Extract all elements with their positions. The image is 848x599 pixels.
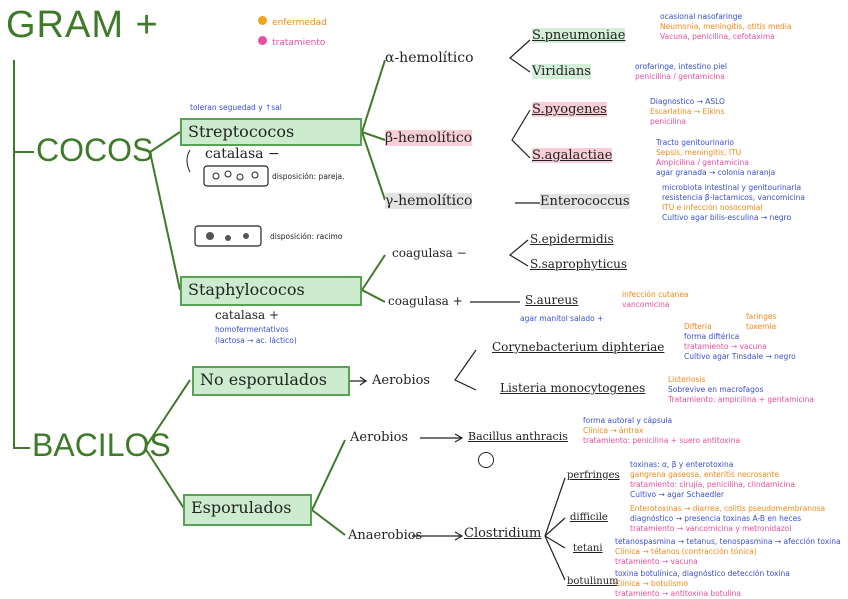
- page-title: GRAM +: [6, 4, 159, 46]
- bacillus-notes: forma autoral y cápsula Clínica → ántrax…: [583, 416, 741, 445]
- aureus-label: S.aureus: [525, 293, 579, 307]
- beta-label: β-hemolítico: [385, 130, 473, 146]
- legend-enfermedad: enfermedad: [258, 10, 327, 29]
- staph-catalasa: catalasa +: [215, 308, 280, 322]
- aerobios-label-1: Aerobios: [372, 373, 431, 388]
- tetani-notes: tetanospasmina → tetanus, tenospasmina →…: [615, 537, 841, 566]
- aerobios-label-2: Aerobios: [350, 430, 409, 445]
- difficile-label: difficile: [570, 512, 608, 523]
- enterococcus-notes: microbiota intestinal y genitourinaria r…: [662, 183, 805, 222]
- corynebacterium-label: Corynebacterium diphteriae: [492, 340, 665, 354]
- pyogenes-label: S.pyogenes: [532, 102, 607, 117]
- epidermidis-label: S.epidermidis: [530, 232, 614, 246]
- staphylococos-box: Staphylococos: [180, 276, 362, 306]
- strepto-catalasa: catalasa −: [205, 146, 280, 162]
- esporulados-box: Esporulados: [183, 494, 312, 526]
- spore-icon: [478, 452, 494, 468]
- clostridium-label: Clostridium: [464, 526, 542, 541]
- gamma-label: γ-hemolítico: [385, 193, 473, 209]
- perfringens-notes: toxinas: α, β y enterotoxina gangrena ga…: [630, 460, 795, 499]
- perfringens-label: perfringes: [567, 470, 620, 481]
- viridans-notes: orofaringe, intestino piel penicilina / …: [635, 62, 727, 81]
- enterococcus-label: Enterococcus: [540, 194, 630, 209]
- aureus-notes: infección cutanea vancomicina: [622, 290, 689, 309]
- streptococos-box: Streptococos: [180, 118, 362, 146]
- legend-dot-icon: [258, 36, 267, 45]
- legend-dot-icon: [258, 16, 267, 25]
- tetani-label: tetani: [573, 543, 603, 554]
- pyogenes-notes: Diagnostico → ASLO Escarlatina → Elkins …: [650, 97, 725, 126]
- saprophyticus-label: S.saprophyticus: [530, 257, 628, 271]
- listeria-notes: Listeriosis Sobrevive en macrofagos Trat…: [668, 375, 815, 404]
- botulinum-notes: toxina botulínica, diagnóstico detección…: [615, 569, 790, 598]
- agalactiae-notes: Tracto genitourinario Sepsis, meningitis…: [656, 138, 776, 177]
- alfa-label: α-hemolítico: [385, 50, 474, 66]
- staph-note: homofermentativos: [215, 325, 289, 334]
- staph-disposicion: disposición: racimo: [270, 232, 343, 241]
- bacillus-label: Bacillus anthracis: [468, 430, 568, 443]
- no-esporulados-box: No esporulados: [192, 366, 350, 396]
- staph-note2: (lactosa → ac. láctico): [215, 336, 297, 345]
- anaerobios-label: Anaerobios: [348, 528, 423, 543]
- listeria-label: Listeria monocytogenes: [500, 381, 646, 395]
- coag-neg-label: coagulasa −: [392, 246, 467, 260]
- strepto-disposicion: disposición: pareja.: [272, 172, 345, 181]
- coryne-notes: Difteria forma diftérica tratamiento → v…: [684, 322, 796, 361]
- strepto-note: toleran seguedad y ↑sal: [190, 103, 282, 112]
- pneumoniae-notes: ocasional nasofaringe Neumonia, meningit…: [660, 12, 792, 41]
- coryne-side: faringes toxemia: [746, 312, 777, 331]
- legend-tratamiento: tratamiento: [258, 30, 325, 49]
- difficile-notes: Enterotoxinas → diarrea, colitis pseudom…: [630, 504, 826, 533]
- aureus-agar: agar manitol salado +: [520, 314, 604, 323]
- pneumoniae-label: S.pneumoniae: [532, 28, 626, 43]
- coag-pos-label: coagulasa +: [388, 294, 463, 308]
- bacilos-label: BACILOS: [32, 427, 171, 463]
- viridans-label: Viridians: [532, 64, 591, 79]
- botulinum-label: botulinum: [567, 576, 619, 587]
- cocos-label: COCOS: [36, 132, 154, 168]
- agalactiae-label: S.agalactiae: [532, 148, 613, 163]
